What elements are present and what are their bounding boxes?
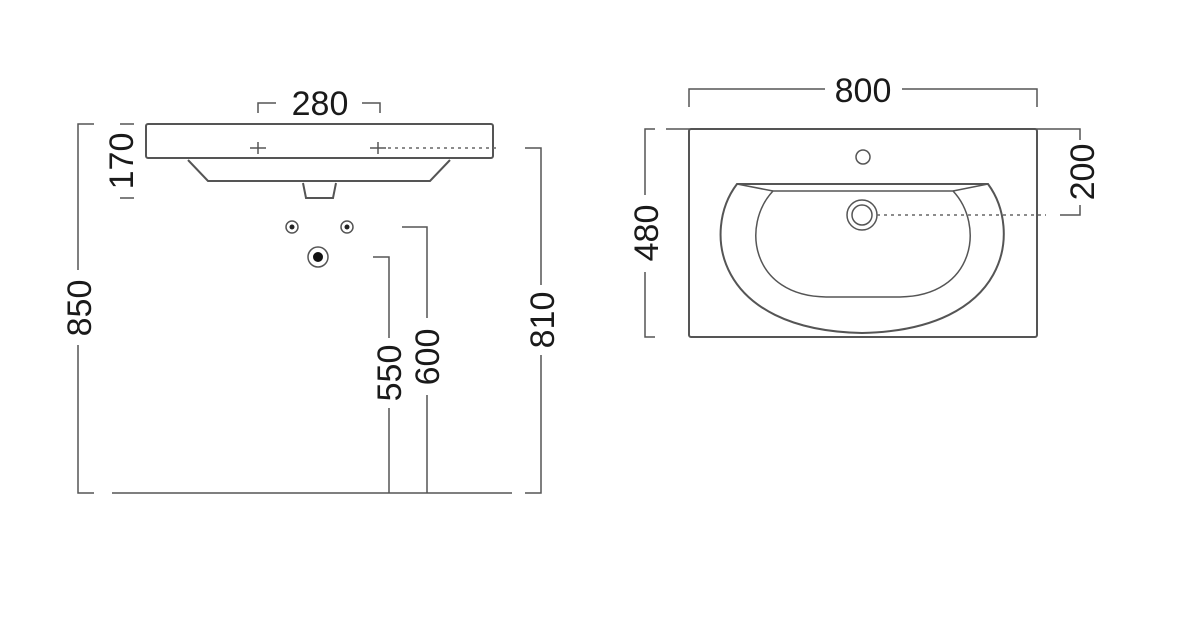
side-view: 280 170 850 600 550 810 [61, 85, 562, 494]
dim-line-200 [1060, 135, 1081, 216]
basin-bowl-underside [187, 159, 451, 182]
drain-icon [846, 199, 878, 231]
dim-faucet-spacing: 280 [292, 85, 349, 123]
dim-line-850 [77, 123, 94, 494]
dim-line-550 [373, 256, 390, 493]
dim-counter-height: 810 [524, 292, 562, 349]
bowl-rim-lines [736, 183, 989, 192]
supply-valve-left-icon [285, 220, 299, 234]
dim-basin-height: 170 [103, 133, 141, 190]
dim-line-600 [402, 226, 428, 493]
faucet-hole-left-icon [250, 142, 266, 154]
basin-top-slab [145, 123, 494, 159]
dim-supply-height: 600 [409, 329, 447, 386]
bowl-outer [719, 183, 1005, 335]
dim-line-800 [688, 88, 1038, 107]
dim-waste-height: 550 [371, 345, 409, 402]
dim-line-480 [644, 128, 655, 338]
faucet-hole-right-icon [370, 142, 386, 154]
dim-line-170 [120, 123, 134, 199]
waste-outlet-icon [307, 246, 329, 268]
top-edge-extension [666, 128, 1081, 135]
dim-line-810 [525, 147, 542, 494]
dim-width: 800 [835, 72, 892, 110]
drain-outlet [302, 182, 337, 199]
dim-depth: 480 [628, 205, 666, 262]
supply-valve-right-icon [340, 220, 354, 234]
basin-outline [688, 128, 1038, 338]
bowl-inner [755, 190, 971, 298]
dim-drain-offset: 200 [1064, 144, 1102, 201]
dim-total-height: 850 [61, 280, 99, 337]
dim-line-280 [257, 102, 381, 113]
top-view: 800 480 200 [628, 72, 1102, 338]
faucet-hole-icon [855, 149, 871, 165]
